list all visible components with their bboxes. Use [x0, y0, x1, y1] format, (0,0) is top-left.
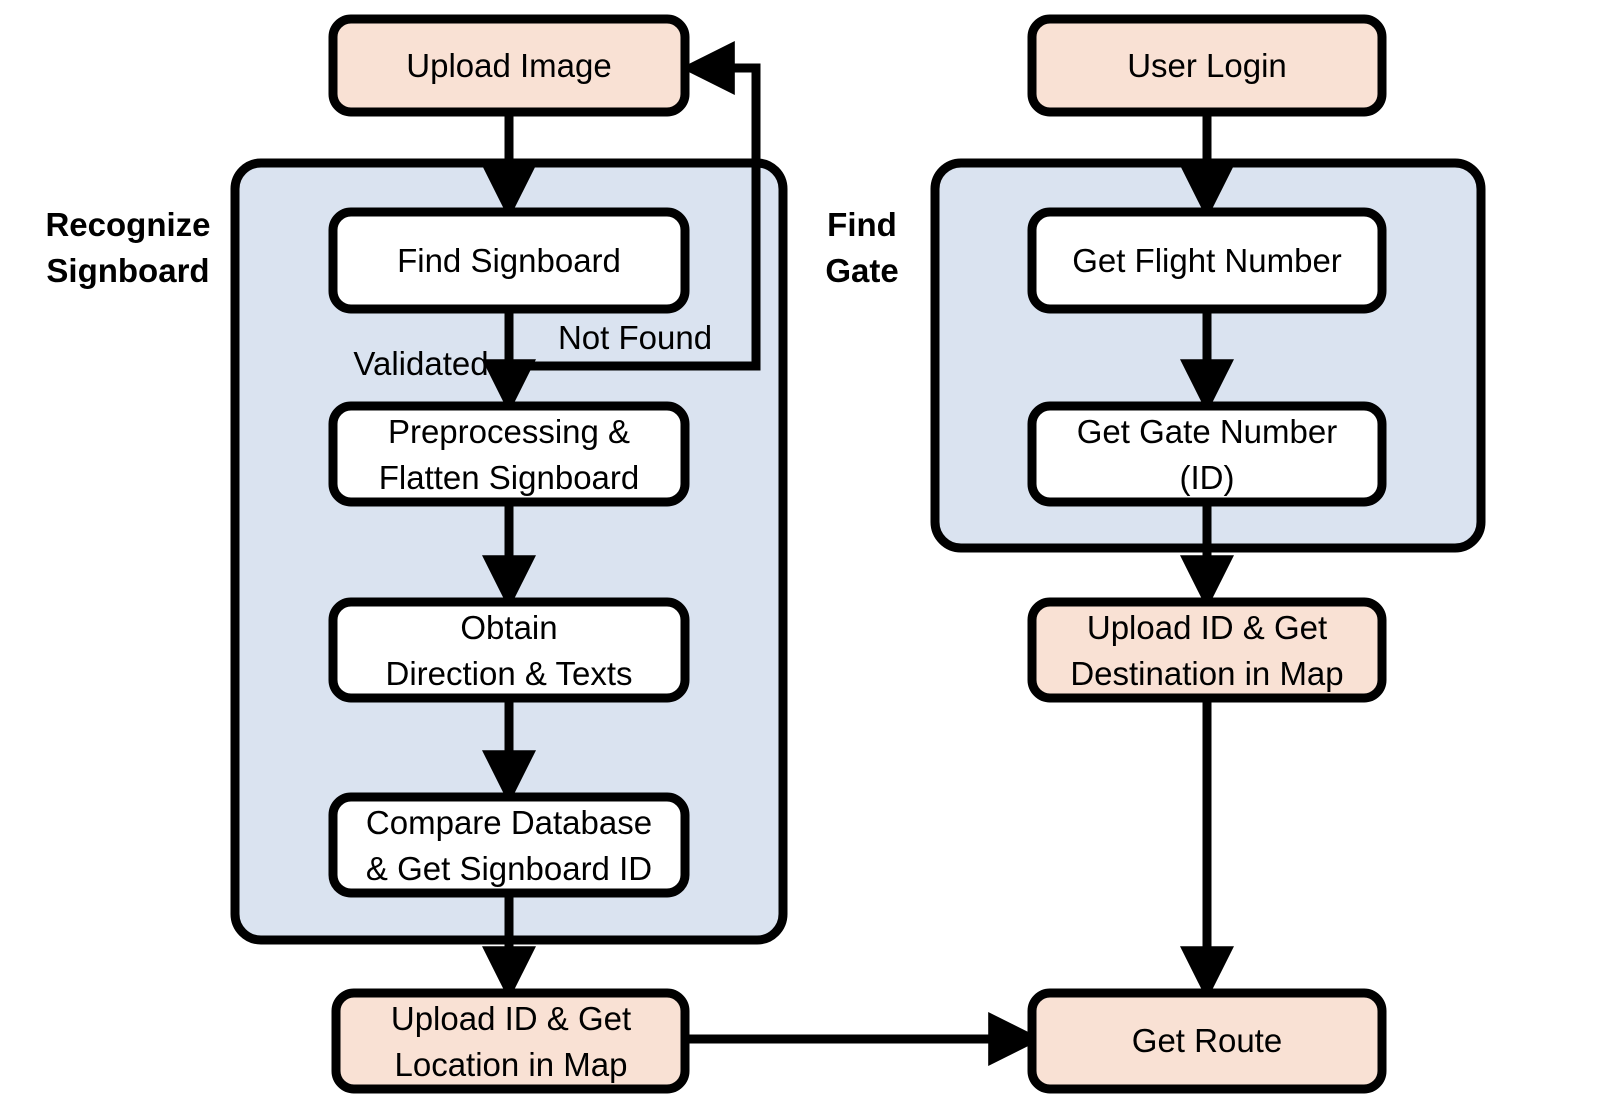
node-find-signboard-label: Find Signboard: [397, 242, 621, 279]
node-upload-destination-label-line1: Upload ID & Get: [1087, 609, 1327, 646]
node-upload-location-label-line1: Upload ID & Get: [391, 1000, 631, 1037]
node-preprocessing-label-line1: Preprocessing &: [388, 413, 630, 450]
node-preprocessing-label-line2: Flatten Signboard: [379, 459, 640, 496]
find-gate-label-line1: Find: [827, 206, 897, 243]
not-found-label: Not Found: [558, 319, 712, 356]
node-user-login-label: User Login: [1127, 47, 1287, 84]
node-find-signboard: Find Signboard: [328, 207, 690, 314]
recognize-signboard-label-line1: Recognize: [45, 206, 210, 243]
node-obtain-direction-label-line2: Direction & Texts: [386, 655, 633, 692]
node-get-route-label: Get Route: [1132, 1022, 1282, 1059]
node-get-gate-number-label-line2: (ID): [1180, 459, 1235, 496]
node-obtain-direction: Obtain Direction & Texts: [328, 597, 690, 703]
node-compare-database-label-line1: Compare Database: [366, 804, 652, 841]
node-upload-location-label-line2: Location in Map: [395, 1046, 628, 1083]
node-user-login: User Login: [1027, 14, 1387, 117]
validated-label: Validated: [353, 345, 488, 382]
node-preprocessing: Preprocessing & Flatten Signboard: [328, 401, 690, 507]
find-gate-label-line2: Gate: [825, 252, 898, 289]
node-compare-database: Compare Database & Get Signboard ID: [328, 792, 690, 898]
recognize-signboard-label-line2: Signboard: [46, 252, 209, 289]
node-upload-location: Upload ID & Get Location in Map: [331, 988, 690, 1094]
node-compare-database-label-line2: & Get Signboard ID: [366, 850, 652, 887]
node-upload-destination-label-line2: Destination in Map: [1070, 655, 1343, 692]
node-get-flight-number-label: Get Flight Number: [1072, 242, 1342, 279]
node-get-route: Get Route: [1027, 988, 1387, 1094]
node-upload-destination: Upload ID & Get Destination in Map: [1027, 597, 1387, 703]
node-get-flight-number: Get Flight Number: [1027, 207, 1387, 314]
node-get-gate-number: Get Gate Number (ID): [1027, 401, 1387, 507]
node-obtain-direction-label-line1: Obtain: [460, 609, 557, 646]
edge-not-found-loop: [509, 41, 761, 371]
node-upload-image: Upload Image: [328, 14, 690, 117]
node-get-gate-number-label-line1: Get Gate Number: [1077, 413, 1337, 450]
node-upload-image-label: Upload Image: [406, 47, 611, 84]
